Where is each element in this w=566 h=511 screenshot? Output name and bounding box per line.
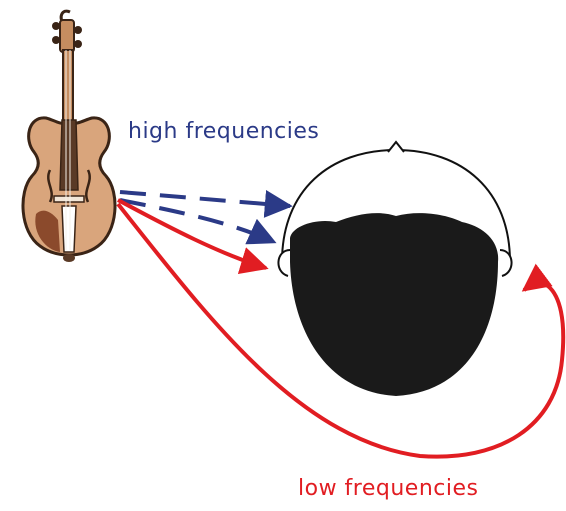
high-frequency-arrow-1 [119, 189, 293, 218]
low-frequencies-label: low frequencies [298, 476, 479, 501]
high-frequency-arrows [119, 189, 293, 245]
violin-icon [21, 9, 117, 262]
high-frequencies-label: high frequencies [128, 119, 320, 144]
head-icon [277, 140, 513, 396]
low-frequency-arrow-direct [117, 198, 269, 275]
high-frequency-arrow-2 [119, 198, 277, 245]
low-frequency-arrows [116, 198, 566, 459]
low-frequency-arrow-around [116, 202, 566, 459]
